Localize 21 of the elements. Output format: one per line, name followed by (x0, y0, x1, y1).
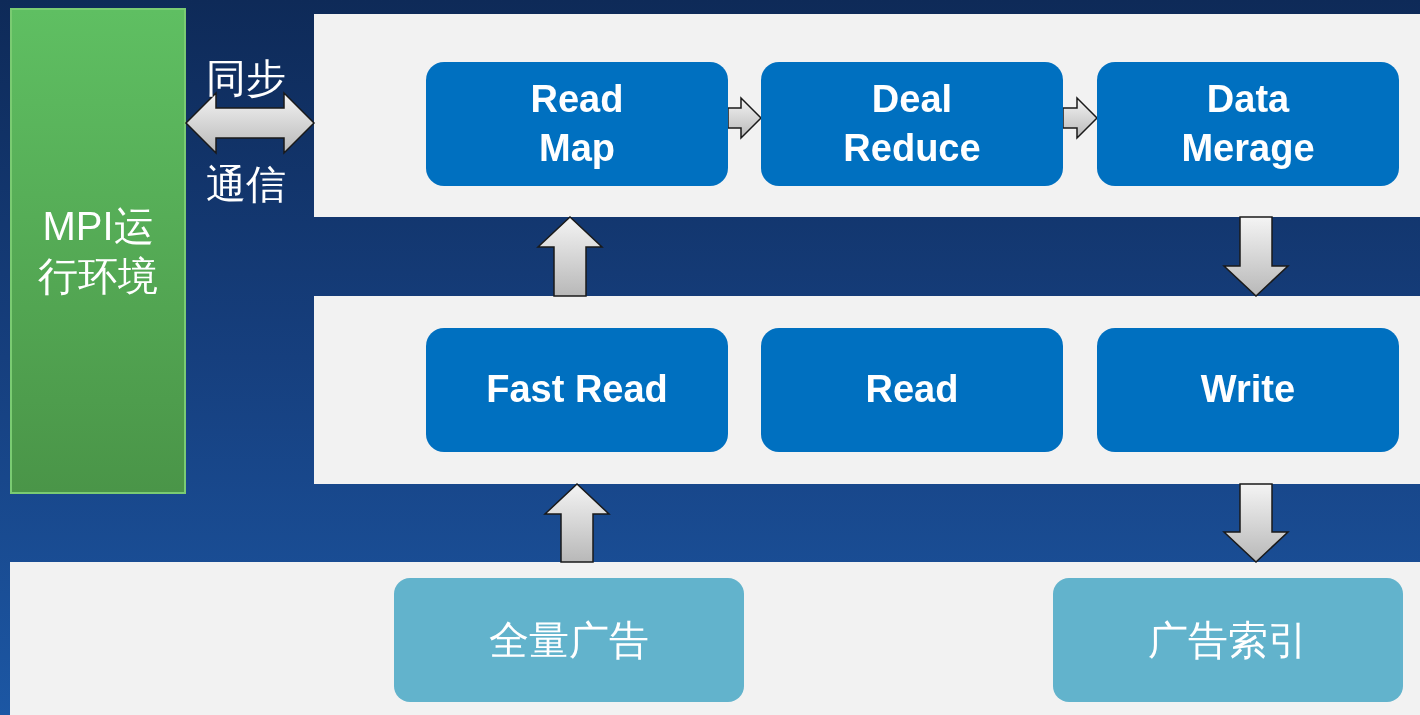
layer-band (314, 296, 1420, 484)
panel-label: MPI运行环境 (37, 203, 159, 300)
process-box: Read (761, 328, 1063, 452)
runtime-panel (10, 8, 186, 494)
process-box: Deal Reduce (761, 62, 1063, 186)
data-box: 全量广告 (394, 578, 744, 702)
process-box: Write (1097, 328, 1399, 452)
edge-label: 同步 (206, 58, 286, 98)
block-arrow (543, 482, 611, 563)
process-box: Data Merage (1097, 62, 1399, 186)
block-arrow (727, 96, 763, 140)
data-box: 广告索引 (1053, 578, 1403, 702)
block-arrow (1222, 483, 1290, 564)
layer-band (314, 14, 1420, 217)
block-arrow (536, 215, 604, 297)
process-box: Fast Read (426, 328, 728, 452)
block-arrow (184, 91, 316, 155)
block-arrow (1062, 96, 1099, 140)
process-box: Read Map (426, 62, 728, 186)
layer-band (10, 562, 1420, 715)
block-arrow (1222, 216, 1290, 298)
